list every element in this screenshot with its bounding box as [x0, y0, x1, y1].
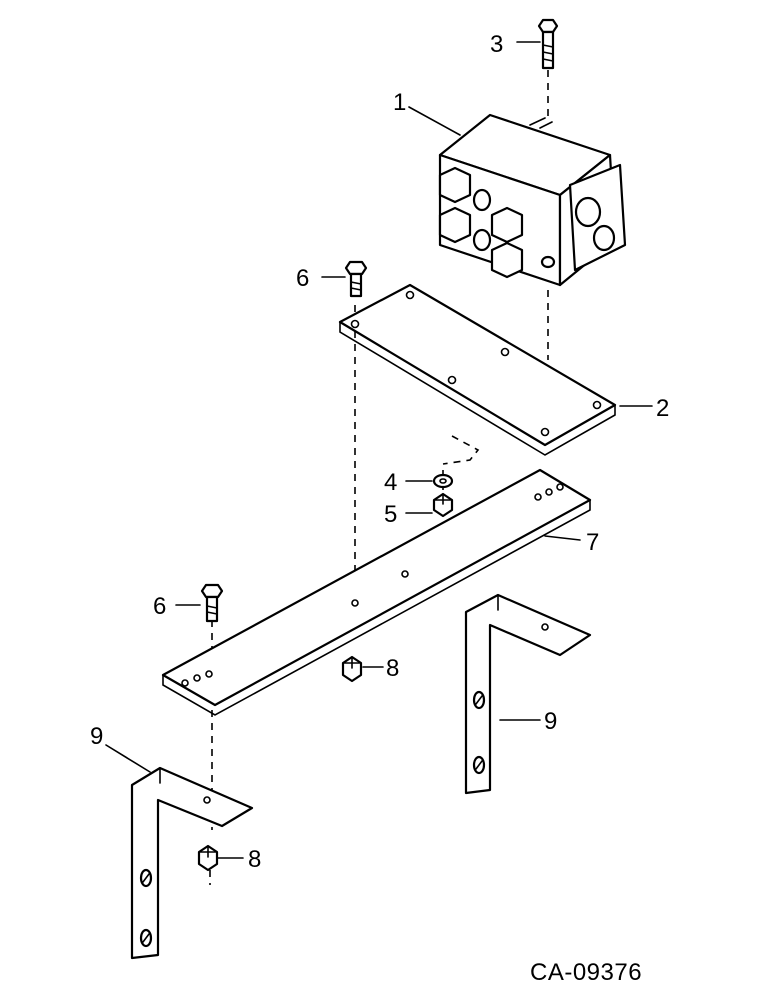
callout-4: 4 [384, 469, 397, 496]
control-valve-part-1 [438, 113, 627, 287]
plate-part-2 [338, 283, 617, 456]
drawing-code: CA-09376 [530, 959, 642, 986]
callout-labels: 3 1 6 2 4 5 7 6 8 9 9 8 [90, 31, 669, 873]
bracket-part-9-right [464, 593, 592, 795]
callout-6-lower: 6 [153, 593, 166, 620]
bracket-part-9-left [130, 766, 254, 960]
leader-1 [408, 106, 461, 136]
callout-2: 2 [656, 395, 669, 422]
leader-lines [105, 41, 653, 859]
leader-7 [544, 535, 581, 541]
dash-line-washer [442, 435, 480, 465]
callout-1: 1 [393, 89, 406, 116]
callout-8-lower: 8 [248, 846, 261, 873]
callout-8-upper: 8 [386, 655, 399, 682]
callout-9-left: 9 [90, 723, 103, 750]
bar-part-7 [161, 468, 592, 716]
callout-7: 7 [586, 529, 599, 556]
nut-part-8-lower [197, 844, 219, 872]
nut-part-5 [432, 492, 454, 518]
callout-3: 3 [490, 31, 503, 58]
callout-5: 5 [384, 501, 397, 528]
bolt-part-6-upper [344, 260, 368, 298]
callout-6-upper: 6 [296, 265, 309, 292]
washer-part-4 [432, 473, 454, 489]
callout-9-right: 9 [544, 708, 557, 735]
bolt-part-3 [537, 18, 559, 70]
nut-part-8-upper [341, 655, 363, 683]
bolt-part-6-lower [200, 583, 224, 623]
leader-9a [105, 744, 151, 773]
